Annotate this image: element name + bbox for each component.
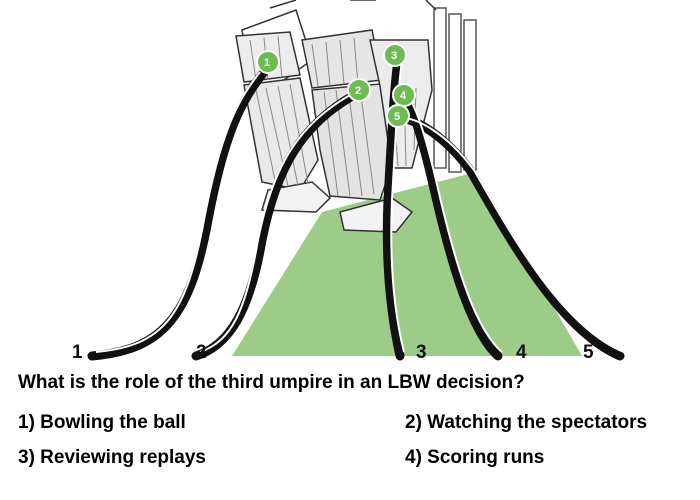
impact-markers xyxy=(256,43,416,128)
batsman-legs xyxy=(235,0,437,233)
marker-4-label: 4 xyxy=(400,90,407,102)
line-label-4: 4 xyxy=(516,342,527,362)
marker-1 xyxy=(256,50,280,74)
question-text: What is the role of the third umpire in … xyxy=(18,372,525,393)
marker-3 xyxy=(383,43,407,67)
line-label-2: 2 xyxy=(196,342,207,362)
line-label-5: 5 xyxy=(583,342,594,362)
marker-5-label: 5 xyxy=(394,111,400,123)
stumps xyxy=(433,7,477,173)
line-label-3: 3 xyxy=(416,342,427,362)
marker-2 xyxy=(347,78,371,102)
option-4[interactable]: 4) Scoring runs xyxy=(405,447,545,468)
marker-5 xyxy=(386,104,410,128)
marker-3-label: 3 xyxy=(391,50,397,62)
line-label-1: 1 xyxy=(72,342,83,362)
option-2[interactable]: 2) Watching the spectators xyxy=(405,412,648,433)
option-3[interactable]: 3) Reviewing replays xyxy=(18,447,206,468)
option-1[interactable]: 1) Bowling the ball xyxy=(18,412,186,433)
marker-1-label: 1 xyxy=(264,57,270,69)
lbw-diagram: 1 2 3 4 5 1 2 3 4 5 xyxy=(72,0,625,362)
marker-2-label: 2 xyxy=(355,85,361,97)
